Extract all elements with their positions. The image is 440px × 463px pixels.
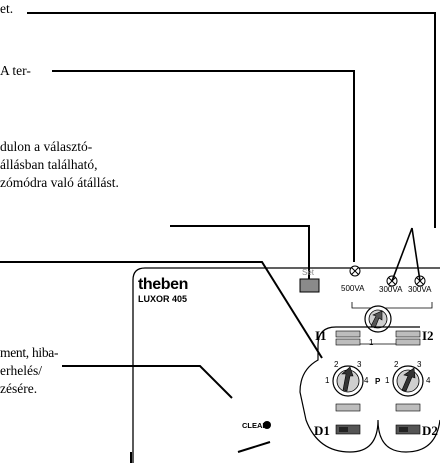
terminal-bracket xyxy=(351,302,433,309)
clear-button xyxy=(263,421,271,429)
leader-branch-a xyxy=(391,227,413,282)
right-dial-number-1: 1 xyxy=(385,376,390,385)
device-housing-outline xyxy=(132,267,440,463)
left-dial-number-2: 2 xyxy=(334,360,339,369)
set-label: Set xyxy=(302,268,315,277)
leader-branch-b xyxy=(411,227,421,282)
right-dial-number-4: 4 xyxy=(426,376,431,385)
right-dial-pointer xyxy=(401,367,416,392)
i1-label: I1 xyxy=(315,328,327,343)
description-line-4c: zésére. xyxy=(0,381,38,396)
right-dial-number-3: 3 xyxy=(417,360,422,369)
description-line-3c: zómódra való átállást. xyxy=(0,175,119,190)
right-dial-number-2: 2 xyxy=(394,360,399,369)
left-dial-number-3: 3 xyxy=(357,360,362,369)
description-line-1: et. xyxy=(0,1,14,16)
top-dial-mark: 1 xyxy=(369,338,374,347)
left-dial-pointer xyxy=(341,366,354,392)
p-mark: P xyxy=(375,377,381,386)
description-line-2: A ter- xyxy=(0,63,31,78)
d2-label: D2 xyxy=(422,423,438,438)
i1-bar-1 xyxy=(335,330,361,338)
leader-line-1 xyxy=(27,12,436,228)
description-line-4b: erhelés/ xyxy=(0,363,42,378)
description-line-3b: állásban található, xyxy=(0,157,98,172)
i2-label: I2 xyxy=(422,328,434,343)
i2-bar-1 xyxy=(395,330,421,338)
description-line-3a: dulon a választó- xyxy=(0,139,93,154)
model-name: LUXOR 405 xyxy=(138,294,188,304)
d1-bar xyxy=(335,403,361,412)
terminal-label-300va-2: 300VA xyxy=(408,285,432,294)
top-dial-pointer xyxy=(370,310,383,329)
d1-label: D1 xyxy=(314,423,330,438)
dial-outline xyxy=(299,326,440,453)
clear-label: CLEAR xyxy=(242,421,268,430)
i1-bar-2 xyxy=(335,338,361,346)
leader-line-3 xyxy=(170,225,310,279)
set-button xyxy=(299,278,320,293)
terminal-screw-1 xyxy=(349,265,361,277)
left-dial-number-1: 1 xyxy=(325,376,330,385)
leader-line-4 xyxy=(0,261,323,359)
i2-bar-2 xyxy=(395,338,421,346)
leader-line-2 xyxy=(52,70,355,262)
leader-line-7 xyxy=(237,441,271,453)
terminal-label-300va-1: 300VA xyxy=(379,285,403,294)
terminal-label-500va: 500VA xyxy=(341,284,365,293)
leader-line-5 xyxy=(62,365,233,399)
d2-bar xyxy=(395,403,421,412)
left-dial-number-4: 4 xyxy=(364,376,369,385)
brand-logo: theben xyxy=(138,276,189,293)
description-line-4a: ment, hiba- xyxy=(0,345,59,360)
